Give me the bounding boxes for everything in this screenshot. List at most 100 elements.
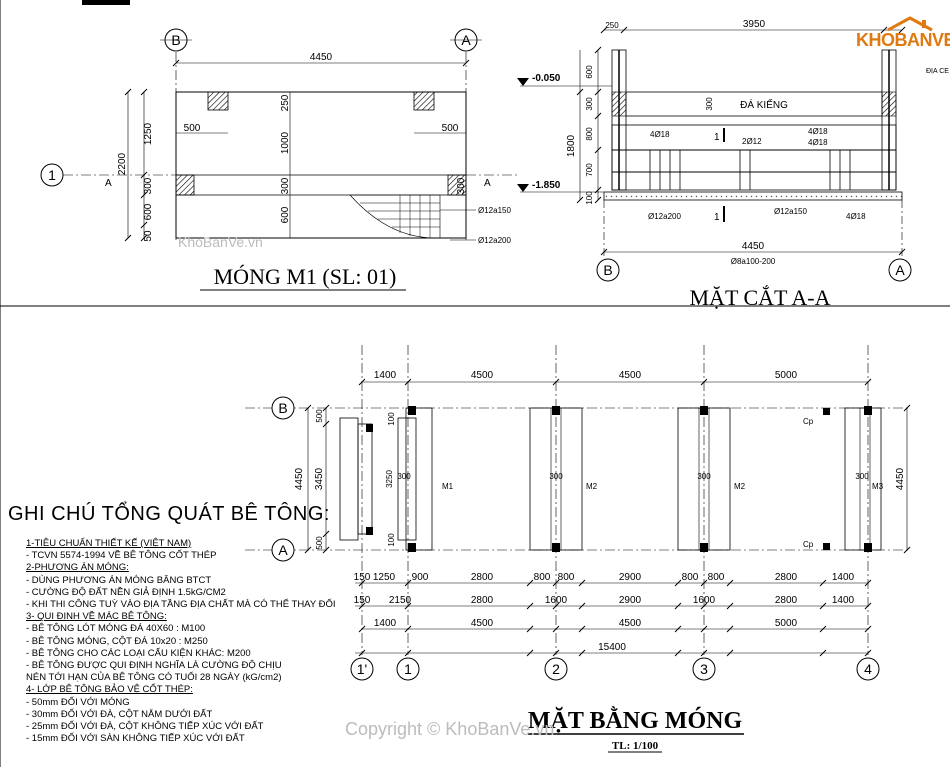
- dim-tick: [864, 579, 872, 587]
- note-heading: 3- QUI ĐỊNH VỀ MÁC BÊ TÔNG:: [26, 611, 167, 623]
- dim-tick: [404, 625, 412, 633]
- plan-left-100a: 100: [387, 412, 396, 426]
- plan-left-100b: 100: [387, 533, 396, 547]
- grid-bubble-b-sec: B: [603, 262, 612, 278]
- footing-label-m2a: M2: [586, 482, 598, 491]
- plan-row1-dim: 800: [558, 572, 575, 583]
- rebar-4d18-b: 4Ø18: [808, 127, 828, 136]
- note-line: - CƯỜNG ĐỘ ĐẤT NỀN GIẢ ĐỊNH 1.5kG/CM2: [26, 586, 226, 598]
- dim-tick: [819, 579, 827, 587]
- dim-tick: [674, 602, 682, 610]
- note-line: - BÊ TÔNG CHO CÁC LOẠI CẤU KIỆN KHÁC: M2…: [26, 647, 251, 659]
- logo-text: KHOBANVE: [856, 30, 950, 50]
- footing-m1-plan: B A 4450 500 500 250 1000 300 600 300: [40, 28, 520, 291]
- dim-side-300: 300: [143, 177, 154, 194]
- watermark-small: KhoBanVe.vn: [178, 234, 263, 250]
- dim-tick: [552, 602, 560, 610]
- note-line: - TCVN 5574-1994 VỀ BÊ TÔNG CỐT THÉP: [26, 550, 217, 562]
- dim-tick: [726, 649, 734, 657]
- note-line: - 30mm ĐỐI VỚI ĐÀ, CỘT NẰM DƯỚI ĐẤT: [26, 708, 213, 720]
- note-line: - 50mm ĐỐI VỚI MÓNG: [26, 696, 130, 708]
- plan-row2-dim: 1400: [832, 595, 855, 606]
- dim-600: 600: [280, 206, 291, 223]
- dim-700-sec: 700: [585, 163, 594, 177]
- dim-tick: [819, 602, 827, 610]
- dim-tick: [864, 649, 872, 657]
- dim-side-600: 600: [143, 203, 154, 220]
- dim-tick: [358, 649, 366, 657]
- section-mark-right: A: [484, 178, 491, 189]
- plan-row1-dim: 150: [354, 572, 371, 583]
- grid-bubble-a-sec: A: [895, 262, 905, 278]
- section-aa: 250 3950 ĐÁ KIẾNG 300 4Ø18 2Ø12 4Ø18 4Ø1…: [517, 19, 912, 310]
- dim-4450-sec: 4450: [742, 241, 765, 252]
- plan-row1-dim: 1400: [832, 572, 855, 583]
- plan-top-dim-1: 1400: [374, 370, 397, 381]
- note-line: - KHI THI CÔNG TUỲ VÀO ĐỊA TẦNG ĐỊA CHẤT…: [26, 599, 336, 611]
- cut-mark-bottom: 1: [714, 212, 720, 223]
- plan-row2-dim: 1600: [693, 595, 716, 606]
- note-heading: 1-TIÊU CHUẨN THIẾT KẾ (VIỆT NAM): [26, 538, 192, 549]
- plan-row3-dim: 4500: [619, 618, 642, 629]
- grid-bubble-b-plan: B: [278, 400, 287, 416]
- dim-tick: [578, 649, 586, 657]
- dim-tick: [358, 625, 366, 633]
- dim-tick: [700, 602, 708, 610]
- plan-row2-dim: 150: [354, 595, 371, 606]
- dim-tick: [552, 649, 560, 657]
- plan-top-dim-3: 4500: [619, 370, 642, 381]
- plan-right-4450: 4450: [895, 467, 906, 490]
- grid-bubble-1: 1: [48, 167, 56, 183]
- axis-label: 4: [864, 661, 872, 677]
- plan-row1-dim: 800: [534, 572, 551, 583]
- dim-3950: 3950: [743, 19, 766, 30]
- plan-row1-dim: 800: [708, 572, 725, 583]
- level-top: -0.050: [532, 73, 561, 84]
- cut-mark-top: 1: [714, 132, 720, 143]
- rebar-d12a150: Ø12a150: [774, 207, 807, 216]
- col-label-4: 300: [855, 472, 869, 481]
- dim-tick: [819, 625, 827, 633]
- dim-side-1250: 1250: [143, 122, 154, 145]
- house-icon: [887, 16, 933, 32]
- plan-row2-dim: 2900: [619, 595, 642, 606]
- plan-row3-dim: 4500: [471, 618, 494, 629]
- plan-total-15400: 15400: [598, 642, 626, 653]
- plan-left-500a: 500: [315, 409, 324, 423]
- note-line: - BÊ TÔNG ĐƯỢC QUI ĐỊNH NGHĨA LÀ CƯỜNG Đ…: [26, 660, 282, 672]
- rebar-d12a150-label: Ø12a150: [478, 206, 511, 215]
- dim-300-right: 300: [456, 177, 467, 194]
- footing-m1-title: MÓNG M1 (SL: 01): [214, 264, 397, 289]
- dim-250: 250: [280, 94, 291, 111]
- dim-tick: [864, 625, 872, 633]
- stirrup-label: Ø8a100-200: [731, 257, 776, 266]
- note-line: - BÊ TÔNG MÓNG, CỘT ĐÁ 10x20 : M250: [26, 635, 208, 647]
- dim-tick: [526, 602, 534, 610]
- axis-bubble: [856, 657, 880, 681]
- plan-left-500b: 500: [315, 536, 324, 550]
- col-label-1: 300: [397, 472, 411, 481]
- axis-bubble: [350, 657, 374, 681]
- dim-tick: [526, 579, 534, 587]
- dim-tick: [552, 579, 560, 587]
- note-line: - BÊ TÔNG LÓT MÓNG ĐÁ 40X60 : M100: [26, 623, 206, 635]
- plan-row2-dim: 2150: [389, 595, 412, 606]
- dim-tick: [674, 649, 682, 657]
- dim-1800-sec: 1800: [566, 134, 577, 157]
- plan-row1-dim: 1250: [373, 572, 396, 583]
- dim-300-sec: 300: [585, 97, 594, 111]
- rebar-4d18-d: 4Ø18: [846, 212, 866, 221]
- plan-scale: TL: 1/100: [612, 740, 659, 752]
- plan-row1-dim: 800: [682, 572, 699, 583]
- plan-left-4450: 4450: [294, 467, 305, 490]
- dim-tick: [864, 602, 872, 610]
- rebar-4d18-c: 4Ø18: [808, 138, 828, 147]
- stone-layer-label: ĐÁ KIẾNG: [740, 98, 788, 111]
- dim-tick: [674, 625, 682, 633]
- rebar-d12a200-label: Ø12a200: [478, 236, 511, 245]
- dim-tick: [404, 602, 412, 610]
- dim-tick: [726, 625, 734, 633]
- axis-label: 3: [700, 661, 708, 677]
- dim-tick: [819, 649, 827, 657]
- dim-tick: [358, 579, 366, 587]
